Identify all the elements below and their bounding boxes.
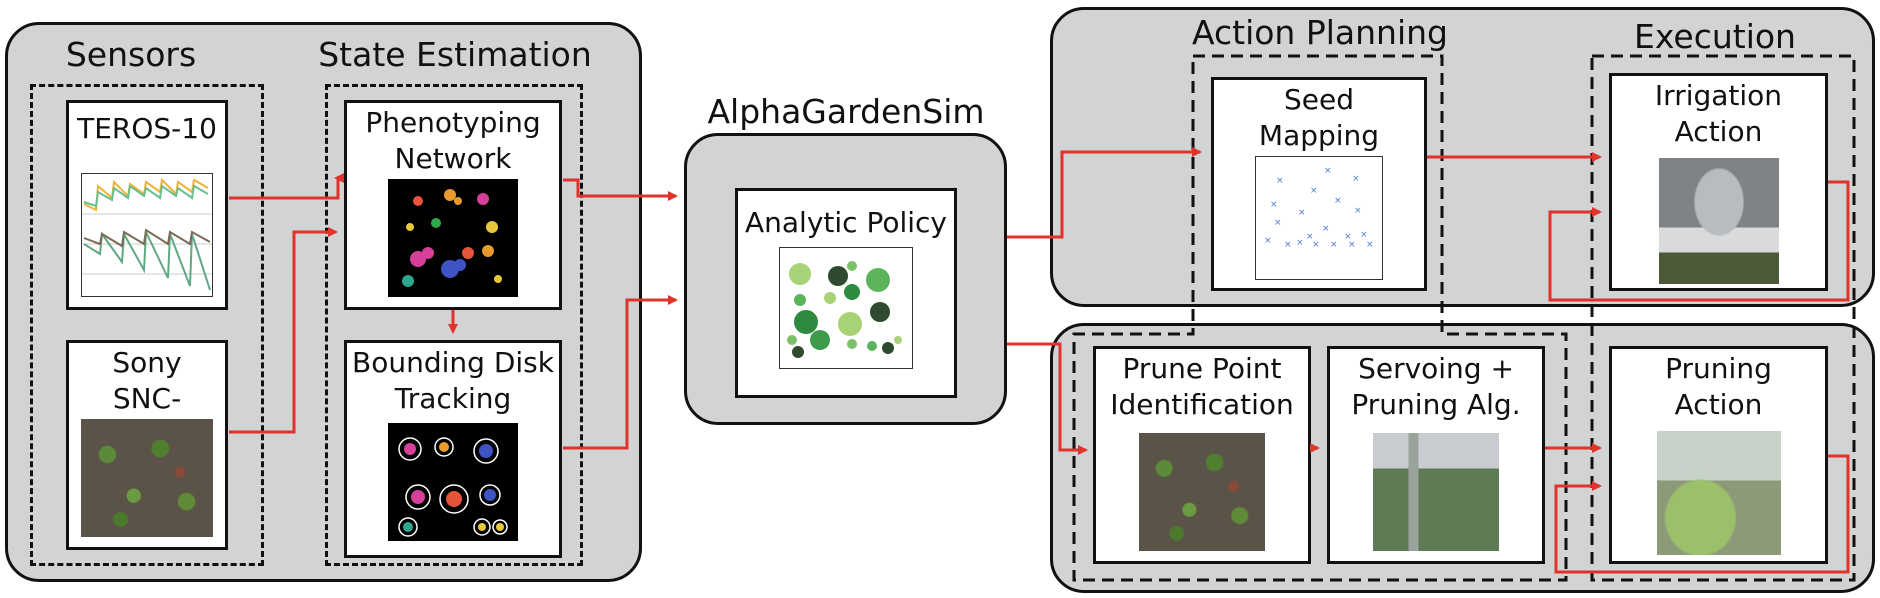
svg-text:×: × bbox=[1312, 240, 1320, 250]
svg-text:×: × bbox=[1354, 206, 1362, 216]
svg-text:×: × bbox=[1348, 240, 1356, 250]
sony-box: Sony SNC-VB770 bbox=[66, 340, 228, 550]
prune-point-image bbox=[1139, 433, 1265, 551]
svg-text:×: × bbox=[1284, 240, 1292, 250]
prune-point-box: Prune Point Identification bbox=[1093, 346, 1311, 564]
seed-mapping-label: Seed Mapping bbox=[1258, 83, 1380, 152]
servoing-label: Servoing + Pruning Alg. bbox=[1351, 352, 1521, 421]
pruning-box: Pruning Action bbox=[1609, 346, 1828, 564]
servoing-box: Servoing + Pruning Alg. bbox=[1327, 346, 1545, 564]
pruning-photo bbox=[1656, 431, 1781, 555]
svg-text:×: × bbox=[1334, 196, 1342, 206]
svg-text:×: × bbox=[1324, 166, 1332, 176]
moisture-plot bbox=[81, 173, 213, 297]
policy-image bbox=[779, 247, 913, 369]
svg-text:×: × bbox=[1298, 208, 1306, 218]
teros-label: TEROS-10 bbox=[77, 112, 217, 145]
state-estimation-title: State Estimation bbox=[318, 35, 592, 74]
irrigation-box: Irrigation Action bbox=[1609, 73, 1828, 291]
svg-text:×: × bbox=[1330, 240, 1338, 250]
svg-text:×: × bbox=[1306, 232, 1314, 242]
svg-text:×: × bbox=[1296, 238, 1304, 248]
svg-text:×: × bbox=[1360, 230, 1368, 240]
svg-text:×: × bbox=[1270, 200, 1278, 210]
execution-title: Execution bbox=[1634, 17, 1796, 56]
seed-mapping-box: Seed Mapping ×××× ×××× ×××× ×××× ×××× bbox=[1211, 77, 1427, 291]
svg-text:×: × bbox=[1366, 240, 1374, 250]
phenotyping-label: Phenotyping Network bbox=[365, 106, 541, 175]
policy-label: Analytic Policy bbox=[744, 206, 947, 239]
svg-text:×: × bbox=[1322, 224, 1330, 234]
svg-text:×: × bbox=[1274, 218, 1282, 228]
sensors-title: Sensors bbox=[65, 35, 197, 74]
simulator-title: AlphaGardenSim bbox=[707, 92, 985, 131]
action-planning-title: Action Planning bbox=[1192, 13, 1448, 52]
prune-point-label: Prune Point Identification bbox=[1110, 352, 1294, 421]
svg-text:×: × bbox=[1276, 176, 1284, 186]
svg-text:×: × bbox=[1352, 174, 1360, 184]
pruning-label: Pruning Action bbox=[1665, 352, 1772, 421]
garden-camera-image bbox=[81, 419, 213, 537]
tracking-box: Bounding Disk Tracking bbox=[344, 340, 562, 558]
svg-text:×: × bbox=[1264, 236, 1272, 246]
policy-box: Analytic Policy bbox=[735, 188, 957, 398]
tracking-label: Bounding Disk Tracking bbox=[352, 346, 554, 415]
irrigation-photo bbox=[1658, 158, 1779, 284]
phenotyping-box: Phenotyping Network bbox=[344, 100, 562, 310]
teros-box: TEROS-10 bbox=[66, 100, 228, 310]
svg-text:×: × bbox=[1310, 186, 1318, 196]
irrigation-label: Irrigation Action bbox=[1654, 79, 1783, 148]
servoing-photo bbox=[1373, 433, 1499, 551]
bounding-disk-image bbox=[388, 423, 518, 541]
svg-text:×: × bbox=[1344, 232, 1352, 242]
seed-map-plot: ×××× ×××× ×××× ×××× ×××× bbox=[1255, 156, 1383, 280]
segmentation-image bbox=[388, 179, 518, 297]
